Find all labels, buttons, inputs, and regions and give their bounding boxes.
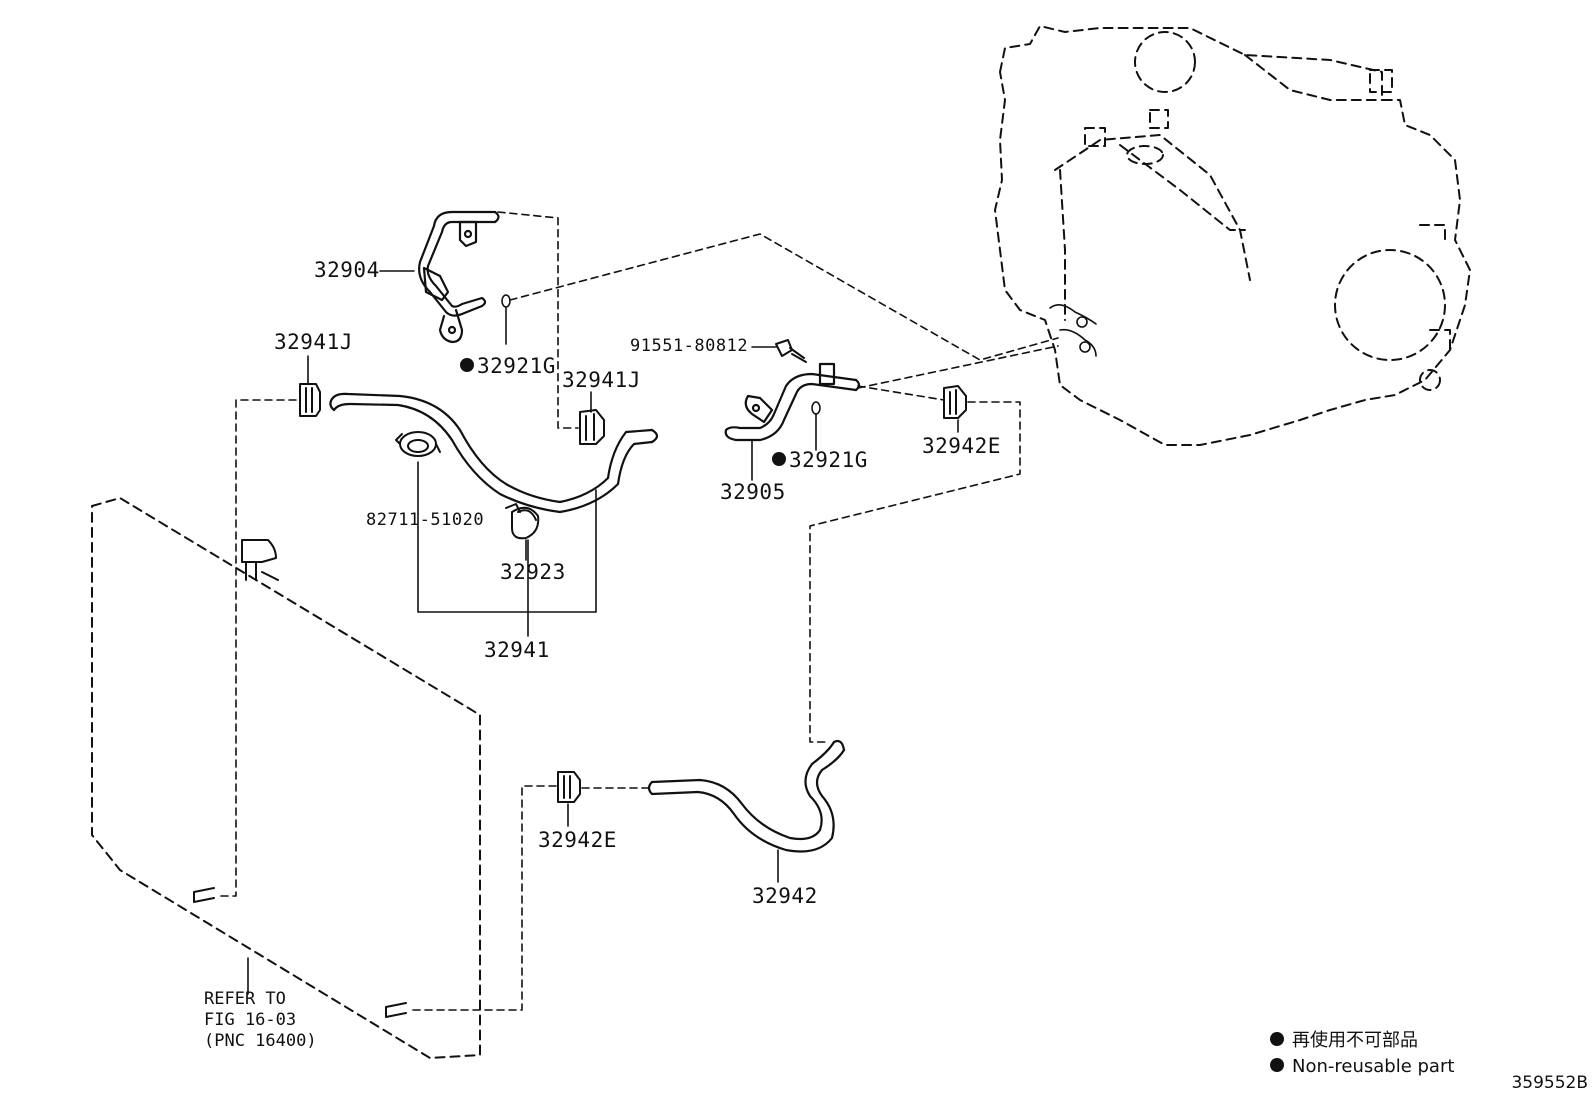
legend-en: Non-reusable part (1270, 1058, 1454, 1076)
non-reusable-dot-icon (772, 452, 786, 466)
clip-32942E-a (943, 385, 967, 419)
pipe-32904 (418, 210, 500, 344)
connection-lines (215, 211, 1059, 1011)
refer-line-3: (PNC 16400) (204, 1031, 317, 1051)
gasket-32921G-b (811, 401, 821, 415)
legend-jp-text: 再使用不可部品 (1292, 1030, 1418, 1051)
clip-32942E-b (557, 771, 581, 803)
non-reusable-dot-icon (1270, 1032, 1284, 1046)
refer-line-2: FIG 16-03 (204, 1010, 297, 1030)
label-32942E-b: 32942E (538, 828, 617, 852)
transmission-fittings (1049, 304, 1097, 357)
refer-note: REFER TO FIG 16-03 (PNC 16400) (204, 989, 317, 1052)
gasket-32921G-a (501, 294, 511, 308)
label-32921G-a-text: 32921G (477, 354, 556, 378)
diagram-id: 359552B (1511, 1073, 1588, 1093)
hose-32941 (329, 392, 659, 514)
radiator (91, 497, 481, 1059)
label-32921G-b: 32921G (772, 450, 868, 471)
label-32921G-a: 32921G (460, 356, 556, 377)
clamp-82711-51020 (395, 431, 441, 457)
clamp-32923 (505, 503, 540, 540)
label-32942E-a: 32942E (922, 434, 1001, 458)
label-32923: 32923 (500, 560, 566, 584)
label-32904: 32904 (314, 258, 380, 282)
refer-line-1: REFER TO (204, 989, 286, 1009)
hose-32942 (647, 739, 846, 853)
bolt-91551-80812 (775, 339, 807, 363)
transmission-housing (994, 25, 1471, 446)
clip-32941J-b (579, 409, 605, 445)
radiator-fittings (193, 539, 407, 1018)
non-reusable-dot-icon (1270, 1058, 1284, 1072)
clip-32941J-a (299, 383, 321, 417)
bracket-32941 (417, 461, 597, 637)
leader-lines (247, 270, 959, 995)
pipe-32905 (724, 362, 861, 442)
label-32921G-b-text: 32921G (789, 448, 868, 472)
legend-en-text: Non-reusable part (1292, 1056, 1455, 1077)
label-32941: 32941 (484, 638, 550, 662)
label-32942: 32942 (752, 884, 818, 908)
non-reusable-dot-icon (460, 358, 474, 372)
label-32941J-b: 32941J (562, 368, 641, 392)
label-32941J-a: 32941J (274, 330, 353, 354)
label-82711-51020: 82711-51020 (366, 510, 485, 530)
legend-jp: 再使用不可部品 (1270, 1032, 1418, 1050)
label-32905: 32905 (720, 480, 786, 504)
label-91551-80812: 91551-80812 (630, 336, 749, 356)
